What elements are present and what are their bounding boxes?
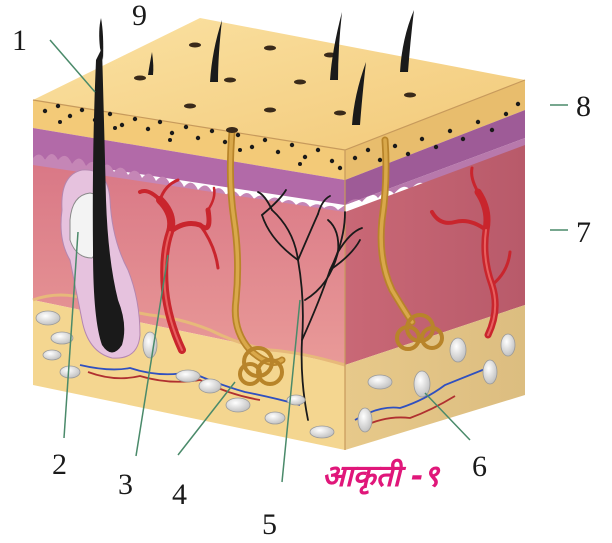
sweat-pore [226,127,238,133]
label-8: 8 [576,90,591,123]
label-7: 7 [576,216,591,249]
figure-caption: आकृती -९ [322,458,440,495]
label-1: 1 [12,24,27,57]
label-9: 9 [132,0,147,32]
label-6: 6 [472,450,487,483]
label-4: 4 [172,478,187,511]
label-2: 2 [52,448,67,481]
label-5: 5 [262,508,277,541]
label-3: 3 [118,468,133,501]
